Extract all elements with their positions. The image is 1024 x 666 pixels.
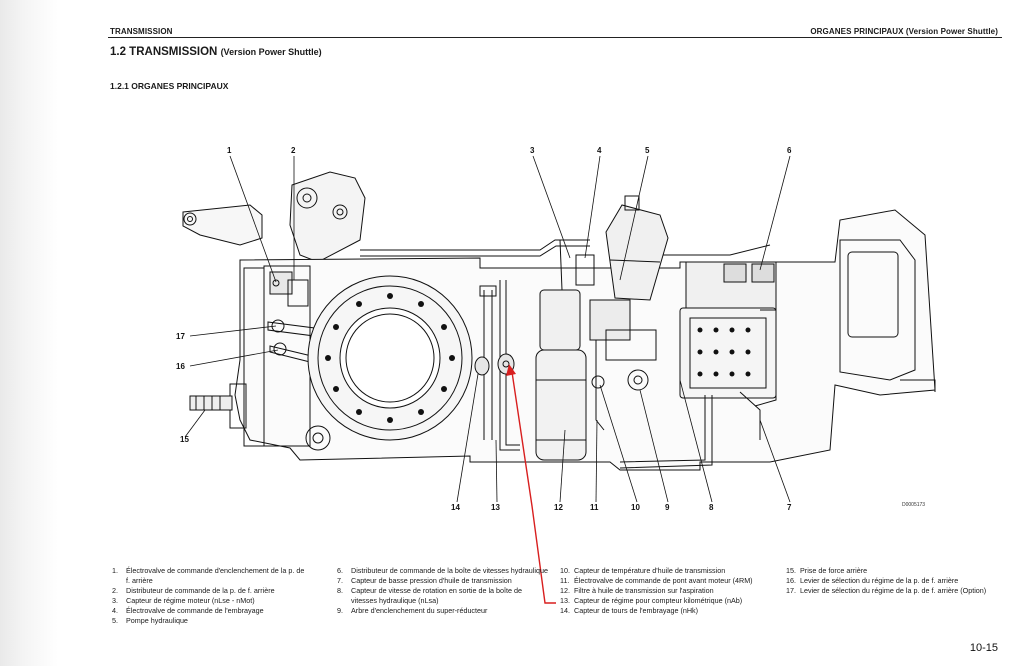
callout-16: 16 xyxy=(176,362,185,371)
callout-13: 13 xyxy=(491,503,500,512)
legend-item: 3.Capteur de régime moteur (nLse - nMot) xyxy=(112,596,255,605)
section-title-sub: (Version Power Shuttle) xyxy=(220,47,322,57)
callout-4: 4 xyxy=(597,146,602,155)
legend-item: 16.Levier de sélection du régime de la p… xyxy=(786,576,959,585)
callout-14: 14 xyxy=(451,503,460,512)
legend-item: 7.Capteur de basse pression d'huile de t… xyxy=(337,576,512,585)
running-header-left: TRANSMISSION xyxy=(110,27,173,36)
legend-column-2: 6.Distributeur de commande de la boîte d… xyxy=(337,566,549,616)
leader-lines xyxy=(184,155,791,503)
running-header-right: ORGANES PRINCIPAUX (Version Power Shuttl… xyxy=(810,27,998,36)
legend-column-1: 1.Électrovalve de commande d'enclencheme… xyxy=(112,566,307,626)
drawing-code: D0005173 xyxy=(902,502,925,508)
legend-item: 17.Levier de sélection du régime de la p… xyxy=(786,586,987,595)
legend-item: 6.Distributeur de commande de la boîte d… xyxy=(337,566,548,575)
page-edge-shadow xyxy=(0,0,58,666)
callout-1: 1 xyxy=(227,146,232,155)
callout-10: 10 xyxy=(631,503,640,512)
section-title-main: 1.2 TRANSMISSION xyxy=(110,46,218,58)
legend-item: 12.Filtre à huile de transmission sur l'… xyxy=(560,586,714,595)
legend-item: 5.Pompe hydraulique xyxy=(112,616,188,625)
transmission-diagram: 1 2 3 4 5 6 17 16 15 14 13 12 11 10 9 8 … xyxy=(176,146,936,512)
legend-item: 2.Distributeur de commande de la p. de f… xyxy=(112,586,275,595)
page-number: 10-15 xyxy=(969,642,998,654)
legend-column-4: 15.Prise de force arrière 16.Levier de s… xyxy=(786,566,1006,596)
callout-2: 2 xyxy=(291,146,296,155)
legend-item: 14.Capteur de tours de l'embrayage (nHk) xyxy=(560,606,699,615)
callout-5: 5 xyxy=(645,146,650,155)
callout-12: 12 xyxy=(554,503,563,512)
legend-item: 4.Électrovalve de commande de l'embrayag… xyxy=(112,606,264,615)
section-title: 1.2 TRANSMISSION (Version Power Shuttle) xyxy=(110,46,322,58)
callout-17: 17 xyxy=(176,332,185,341)
legend-column-3: 10.Capteur de température d'huile de tra… xyxy=(560,566,782,616)
legend-item: 11.Électrovalve de commande de pont avan… xyxy=(560,576,753,585)
callout-3: 3 xyxy=(530,146,535,155)
legend-item: 13.Capteur de régime pour compteur kilom… xyxy=(560,596,743,605)
legend-item: 10.Capteur de température d'huile de tra… xyxy=(560,566,726,575)
callout-9: 9 xyxy=(665,503,670,512)
callout-7: 7 xyxy=(787,503,792,512)
callout-15: 15 xyxy=(180,435,189,444)
legend-item: 1.Électrovalve de commande d'enclencheme… xyxy=(112,566,305,585)
legend-item: 15.Prise de force arrière xyxy=(786,566,868,575)
header-rule xyxy=(108,37,1002,38)
callout-11: 11 xyxy=(590,503,599,512)
legend-item: 9.Arbre d'enclenchement du super-réducte… xyxy=(337,606,488,615)
callout-6: 6 xyxy=(787,146,792,155)
subsection-title: 1.2.1 ORGANES PRINCIPAUX xyxy=(110,81,229,91)
legend-item: 8.Capteur de vitesse de rotation en sort… xyxy=(337,586,523,605)
callout-8: 8 xyxy=(709,503,714,512)
